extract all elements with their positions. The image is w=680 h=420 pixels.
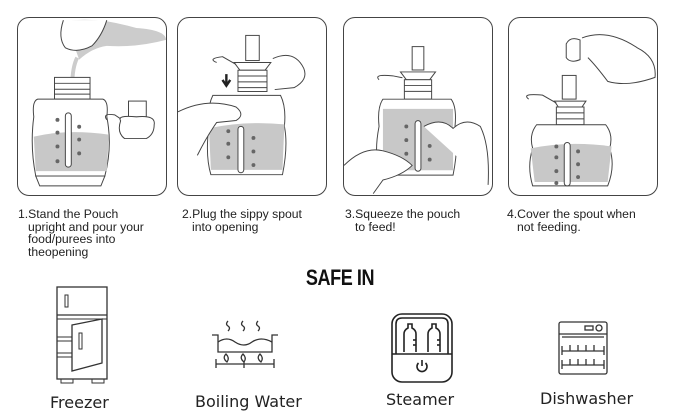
step-text-continued: not feeding. bbox=[517, 219, 581, 234]
step-4-illustration bbox=[508, 17, 658, 196]
boiling-water-label: Boiling Water bbox=[195, 392, 302, 411]
step-4-caption: 4.Cover the spout when not feeding. bbox=[507, 208, 636, 233]
step-number: 2. bbox=[182, 207, 193, 221]
pouring-food-into-pouch-icon bbox=[31, 19, 166, 187]
boiling-water-icon bbox=[212, 320, 278, 368]
capping-spout-icon bbox=[526, 34, 656, 187]
step-text: Squeeze the pouch bbox=[355, 207, 461, 221]
attaching-spout-icon bbox=[178, 34, 306, 176]
freezer-icon bbox=[56, 286, 108, 384]
dishwasher-label: Dishwasher bbox=[540, 389, 634, 408]
step-text: Stand the Pouch bbox=[28, 207, 119, 221]
step-1-illustration bbox=[17, 17, 167, 196]
step-number: 4. bbox=[507, 207, 518, 221]
step-text-continued: into opening bbox=[192, 219, 259, 234]
steamer-icon bbox=[391, 313, 453, 383]
step-text: Plug the sippy spout bbox=[192, 207, 302, 221]
step-2-illustration bbox=[177, 17, 327, 196]
dishwasher-icon bbox=[558, 321, 608, 375]
step-text: Cover the spout when bbox=[517, 207, 636, 221]
step-number: 1. bbox=[18, 207, 29, 221]
step-3-caption: 3.Squeeze the pouch to feed! bbox=[345, 208, 460, 233]
step-number: 3. bbox=[345, 207, 356, 221]
safe-in-heading: SAFE IN bbox=[305, 265, 375, 290]
squeezing-pouch-icon bbox=[344, 46, 489, 194]
step-1-caption: 1.Stand the Pouch upright and pour your … bbox=[18, 208, 144, 258]
step-3-illustration bbox=[343, 17, 493, 196]
steamer-label: Steamer bbox=[386, 390, 455, 409]
step-text-continued: upright and pour your food/purees into t… bbox=[28, 219, 144, 259]
step-text-continued: to feed! bbox=[355, 219, 396, 234]
freezer-label: Freezer bbox=[50, 393, 109, 412]
step-2-caption: 2.Plug the sippy spout into opening bbox=[182, 208, 302, 233]
